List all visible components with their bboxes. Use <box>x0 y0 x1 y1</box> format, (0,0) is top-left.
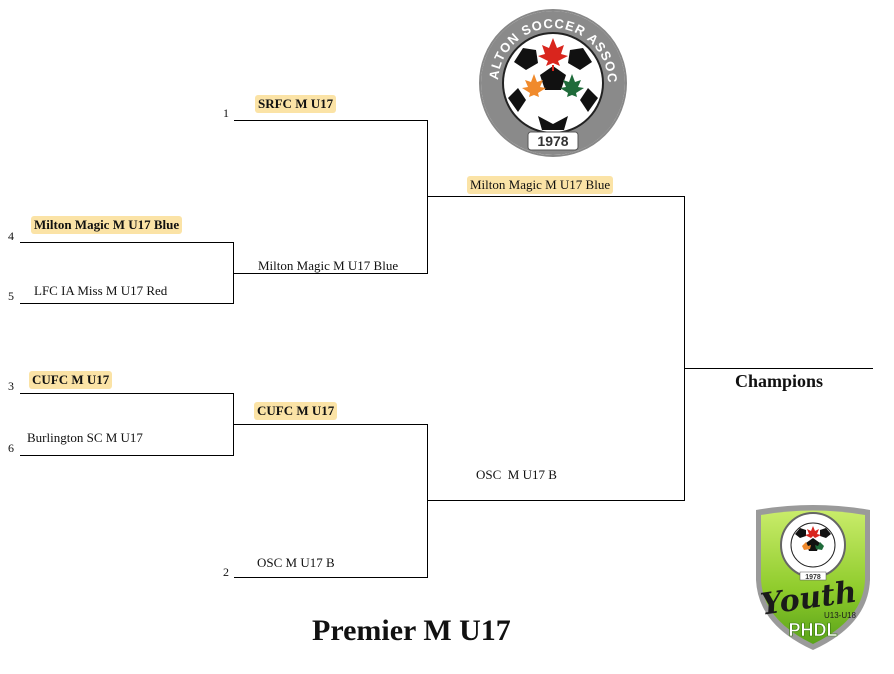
line-r3-milton <box>428 196 685 197</box>
line-r1-srfc <box>234 120 428 121</box>
team-r3-milton-blue: Milton Magic M U17 Blue <box>467 176 614 194</box>
seed-3: 3 <box>8 379 14 393</box>
team-r2-milton-blue: Milton Magic M U17 Blue <box>258 258 399 273</box>
line-r1-milton <box>20 242 233 243</box>
line-r1-cufc <box>20 393 233 394</box>
line-r3-v <box>684 196 685 501</box>
team-r1-osc: OSC M U17 B <box>257 555 335 570</box>
line-r2-v1 <box>427 120 428 274</box>
line-r1-burlington <box>20 455 233 456</box>
line-r3-osc <box>428 500 685 501</box>
line-r2-v2 <box>427 424 428 578</box>
champions-label: Champions <box>735 371 824 391</box>
team-r2-cufc: CUFC M U17 <box>254 402 338 420</box>
team-r1-lfc: LFC IA Miss M U17 Red <box>34 283 168 298</box>
team-r3-osc: OSC M U17 B <box>476 467 557 482</box>
line-r1-lfc <box>20 303 233 304</box>
peel-halton-logo: PEEL HALTON SOCCER ASSOCIATION 1978 <box>472 0 628 158</box>
line-champion <box>685 368 873 369</box>
line-r1-osc <box>234 577 428 578</box>
logo-top-year: 1978 <box>537 133 568 149</box>
seed-2: 2 <box>223 565 229 579</box>
maple-leaf-orange-icon <box>522 74 546 97</box>
line-r1-v2 <box>233 393 234 456</box>
team-r1-burlington: Burlington SC M U17 <box>27 430 143 445</box>
youth-sub: U13-U18 <box>824 611 857 620</box>
youth-logo-year: 1978 <box>805 574 821 581</box>
line-r1-v1 <box>233 242 234 304</box>
youth-league: PHDL <box>789 620 838 640</box>
line-r2-cufc <box>234 424 428 425</box>
team-r1-milton-blue: Milton Magic M U17 Blue <box>31 216 183 234</box>
seed-6: 6 <box>8 441 14 455</box>
team-r1-cufc: CUFC M U17 <box>29 371 113 389</box>
seed-5: 5 <box>8 289 14 303</box>
maple-leaf-red-icon <box>538 38 568 71</box>
seed-1: 1 <box>223 106 229 120</box>
team-r1-srfc: SRFC M U17 <box>255 95 337 113</box>
maple-leaf-green-icon <box>560 74 584 97</box>
youth-maple-leaves-icon <box>802 526 824 550</box>
youth-phdl-logo: 1978 Youth U13-U18 PHDL <box>748 500 878 652</box>
line-r2-milton <box>234 273 428 274</box>
seed-4: 4 <box>8 229 14 243</box>
bracket-title: Premier M U17 <box>312 614 511 647</box>
